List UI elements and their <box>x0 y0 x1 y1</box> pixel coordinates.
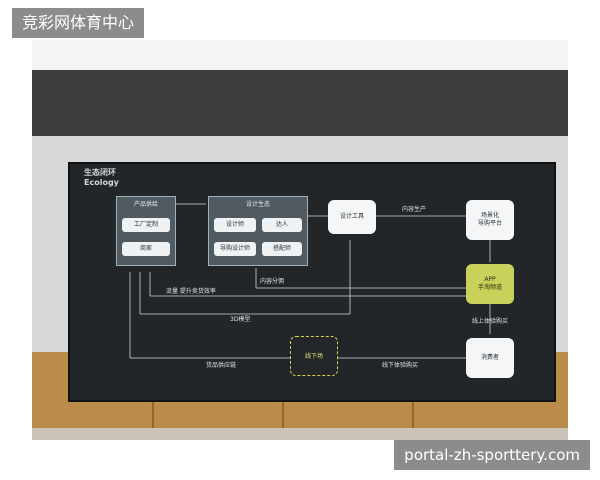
flow-lines <box>129 203 491 359</box>
merchant-node: 商家 <box>122 242 170 256</box>
watermark-bottom: portal-zh-sporttery.com <box>394 440 590 470</box>
ceiling <box>32 40 568 72</box>
screen-title: 生态闭环 <box>84 168 116 177</box>
content-production-label: 内容生产 <box>402 206 427 213</box>
shopping-designer-node: 导购设计师 <box>214 242 256 256</box>
scene-guide-node: 场景化 导购平台 <box>466 200 514 240</box>
app-line1: APP <box>484 276 496 283</box>
product-supply-label: 产品供给 <box>133 201 158 208</box>
goods-supply-label: 货品供应链 <box>206 362 237 369</box>
floor-strip <box>32 428 568 440</box>
app-line2: 手淘频道 <box>477 284 502 291</box>
watermark-top: 竞彩网体育中心 <box>12 8 145 38</box>
stylist-node: 搭配师 <box>262 242 302 256</box>
scene-line2: 导购平台 <box>477 220 502 227</box>
content-share-label: 内容分佣 <box>260 278 285 285</box>
design-ecology-label: 设计生态 <box>245 201 270 208</box>
3d-model-label: 3D模型 <box>230 316 251 323</box>
scene-line1: 场景化 <box>480 212 499 219</box>
ceiling-band <box>32 70 568 136</box>
app-channel-node: APP 手淘频道 <box>466 264 514 304</box>
photo: 生态闭环 Ecology 产品供给 工厂定制 商家 设计生态 设计师 达人 导购… <box>32 40 568 440</box>
offline-store-node: 线下场 <box>290 336 338 376</box>
traffic-efficiency-label: 流量 提升卖货效率 <box>166 288 216 295</box>
offline-buy-label: 线下体验购买 <box>382 362 419 369</box>
consumer-node: 消费者 <box>466 338 514 378</box>
screen-subtitle: Ecology <box>84 178 119 187</box>
design-tool-node: 设计工具 <box>328 200 376 234</box>
factory-custom-node: 工厂定制 <box>122 218 170 232</box>
display-screen: 生态闭环 Ecology 产品供给 工厂定制 商家 设计生态 设计师 达人 导购… <box>68 162 556 402</box>
online-buy-label: 线上体验购买 <box>472 318 509 325</box>
influencer-node: 达人 <box>262 218 302 232</box>
designer-node: 设计师 <box>214 218 256 232</box>
